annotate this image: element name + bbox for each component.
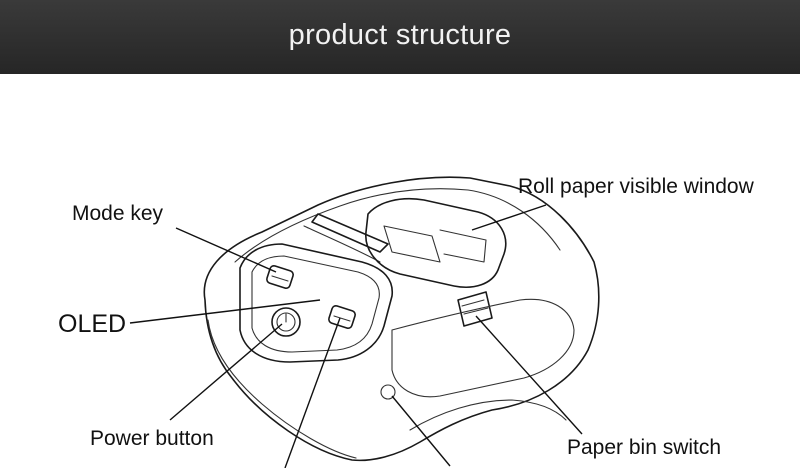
label-roll-paper-window: Roll paper visible window (518, 175, 754, 198)
leader-side-indicator (391, 395, 451, 467)
feed-key (328, 304, 356, 330)
leader-power-button (169, 323, 283, 421)
mode-key (266, 264, 294, 290)
page-title: product structure (288, 19, 512, 51)
printer-outer-shell (203, 176, 600, 462)
roll-paper-window (365, 198, 507, 288)
leader-feed-key (284, 317, 341, 468)
side-indicator (380, 384, 396, 400)
leader-mode-key (175, 227, 277, 273)
control-panel (239, 243, 393, 363)
side-panel (391, 298, 575, 398)
printer-base-edge (207, 319, 357, 459)
label-power-button: Power button (90, 427, 214, 450)
printer-top-rim (234, 188, 561, 263)
label-mode-key: Mode key (72, 202, 164, 225)
bottom-scoop (409, 399, 567, 431)
paper-bin-switch (457, 291, 493, 327)
label-oled: OLED (58, 310, 127, 338)
leader-paper-bin (475, 315, 583, 435)
leader-oled (129, 299, 321, 324)
leader-roll-window (471, 204, 547, 231)
control-panel-inner (251, 255, 380, 353)
paper-slot (311, 213, 389, 253)
header-banner (0, 0, 800, 74)
label-paper-bin-switch: Paper bin switch (567, 436, 722, 459)
power-button (271, 307, 301, 337)
